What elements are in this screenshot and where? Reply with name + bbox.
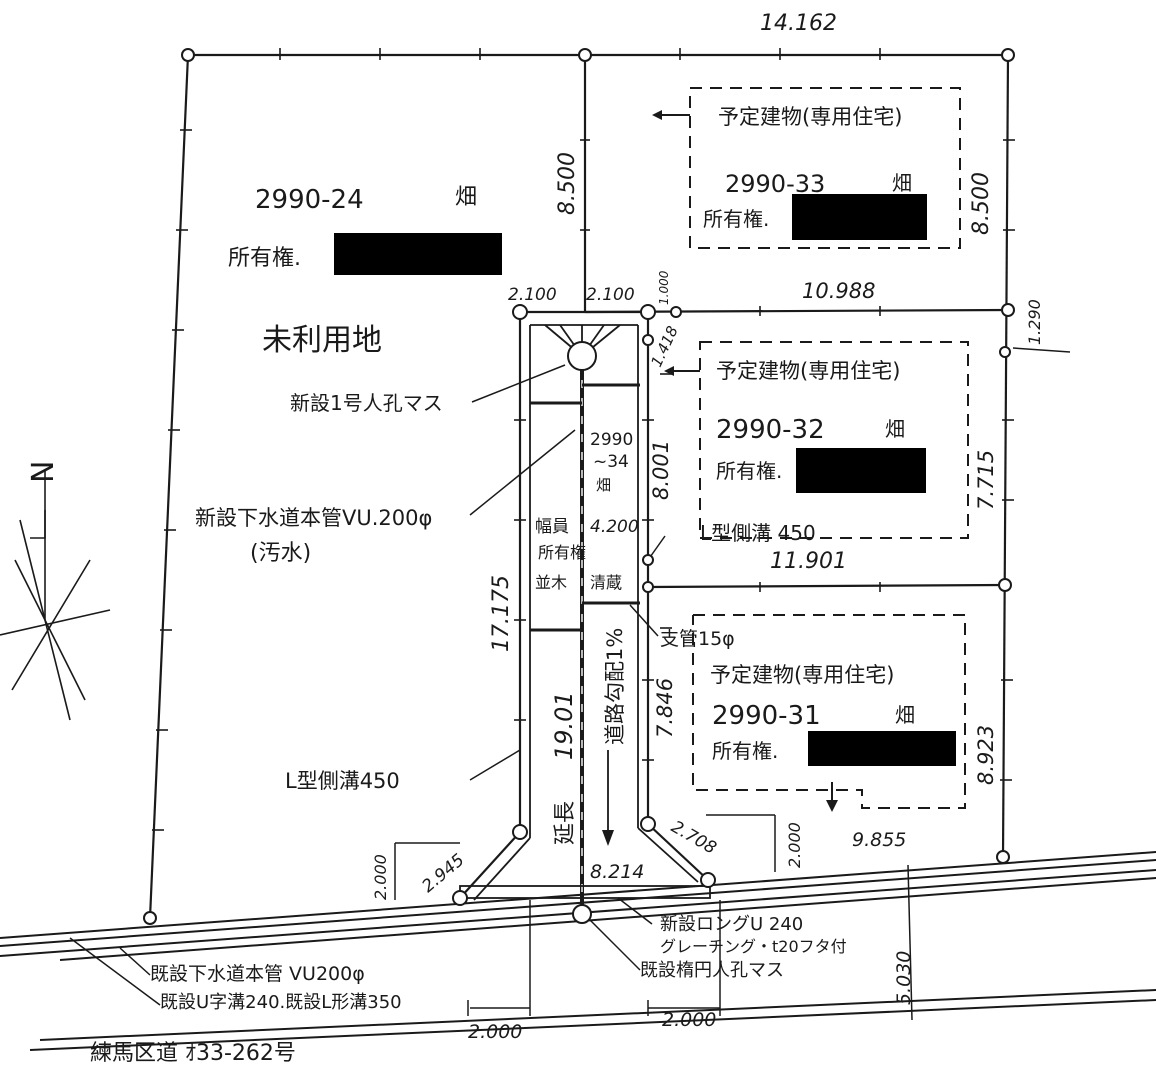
existing-manhole-symbol (572, 904, 592, 924)
driveway-details (459, 324, 711, 908)
road-gradient-label: 道路勾配1% (603, 628, 627, 745)
lot32-landuse: 畑 (885, 417, 905, 441)
label-existing-manhole: 既設楕円人孔マス (640, 960, 784, 981)
lot34-landuse: 畑 (596, 476, 611, 494)
dim-11901: 11.901 (770, 549, 847, 574)
label-new-sewer-sub: (汚水) (250, 541, 311, 566)
dim-2100-right: 2.100 (586, 285, 635, 305)
lot24-number: 2990-24 (255, 185, 364, 215)
dimension-lines (69, 347, 1071, 1021)
dim-2000-left-v: 2.000 (371, 854, 390, 900)
lot24-landuse: 畑 (455, 185, 477, 210)
lot32-building: 予定建物(専用住宅) (716, 359, 900, 383)
label-new-manhole: 新設1号人孔マス (290, 391, 443, 415)
lot33-number: 2990-33 (725, 170, 825, 198)
boundary-ticks (152, 48, 1015, 831)
dim-2100-left: 2.100 (508, 285, 557, 305)
road-width-value: 4.200 (590, 517, 639, 537)
dim-2000-bottom-left: 2.000 (468, 1021, 522, 1043)
road-extension-value: 19.01 (550, 691, 578, 760)
dim-top-width: 14.162 (760, 11, 837, 36)
building-arrows (652, 110, 838, 812)
dim-2000-bottom-right: 2.000 (662, 1009, 716, 1031)
dim-5030: 5.030 (893, 951, 915, 1005)
lot-boundaries (148, 53, 1010, 919)
dim-1290: 1.290 (1025, 299, 1044, 345)
planned-buildings (689, 87, 969, 809)
dim-10988: 10.988 (802, 279, 875, 303)
road-owner-line1: 所有権 (538, 543, 586, 562)
redacted-owner-lot31 (808, 731, 956, 766)
label-new-sewer-main: 新設下水道本管VU.200φ (195, 506, 432, 530)
lot31-owner-label: 所有権. (712, 739, 778, 763)
lot32-number: 2990-32 (716, 415, 825, 445)
road-width-label: 幅員 (535, 517, 569, 537)
road-owner-line3: 清蔵 (590, 573, 622, 592)
lot31-landuse: 畑 (895, 703, 915, 727)
dim-1418: 1.418 (647, 323, 681, 370)
dim-7846: 7.846 (653, 678, 677, 738)
road-extension-label: 延長 (553, 801, 578, 845)
lot33-owner-label: 所有権. (703, 207, 769, 231)
label-l-gutter-right: L型側溝 450 (700, 521, 816, 545)
lot24-owner-label: 所有権. (228, 246, 301, 271)
lot34-number-b: ~34 (593, 452, 629, 472)
label-public-road: 練馬区道 ｵ33-262号 (90, 1041, 296, 1066)
north-arrow (0, 470, 111, 721)
label-branch-pipe: 支管15φ (660, 628, 735, 650)
lot31-number: 2990-31 (712, 701, 821, 731)
dim-8214: 8.214 (590, 861, 644, 883)
redacted-owner-lot32 (796, 448, 926, 493)
dim-2945: 2.945 (418, 850, 468, 897)
lot33-building: 予定建物(専用住宅) (718, 105, 902, 129)
dim-8001: 8.001 (649, 440, 673, 500)
dim-1000: 1.000 (657, 270, 671, 305)
dim-17175: 17.175 (489, 575, 514, 652)
dim-upper-left-height: 8.500 (555, 152, 580, 215)
lot34-number-a: 2990 (590, 430, 633, 450)
public-road-lines (0, 851, 1156, 1051)
lot24-status: 未利用地 (262, 323, 382, 358)
redacted-owner-lot24 (334, 233, 502, 275)
dim-2708: 2.708 (668, 817, 720, 859)
label-l-gutter-left: L型側溝450 (285, 769, 400, 793)
north-arrow-label: N (26, 461, 61, 483)
dim-upper-right-height: 8.500 (969, 172, 994, 235)
redacted-owner-lot33 (792, 194, 927, 240)
label-new-long-u-1: 新設ロングU 240 (660, 914, 803, 935)
dim-9855: 9.855 (852, 829, 906, 851)
label-existing-gutter: 既設U字溝240.既設L形溝350 (160, 992, 402, 1013)
survey-points (143, 48, 1015, 925)
label-existing-sewer: 既設下水道本管 VU200φ (150, 963, 365, 985)
dim-2000-right-v: 2.000 (785, 822, 804, 868)
new-manhole-symbol (567, 341, 597, 371)
dim-7715: 7.715 (974, 450, 998, 510)
road-owner-line2: 並木 (535, 573, 567, 592)
lot32-owner-label: 所有権. (716, 459, 782, 483)
lot33-landuse: 畑 (892, 171, 912, 195)
lot31-building: 予定建物(専用住宅) (710, 663, 894, 687)
label-new-long-u-2: グレーチング・t20フタ付 (660, 937, 847, 956)
dim-8923: 8.923 (974, 725, 998, 785)
